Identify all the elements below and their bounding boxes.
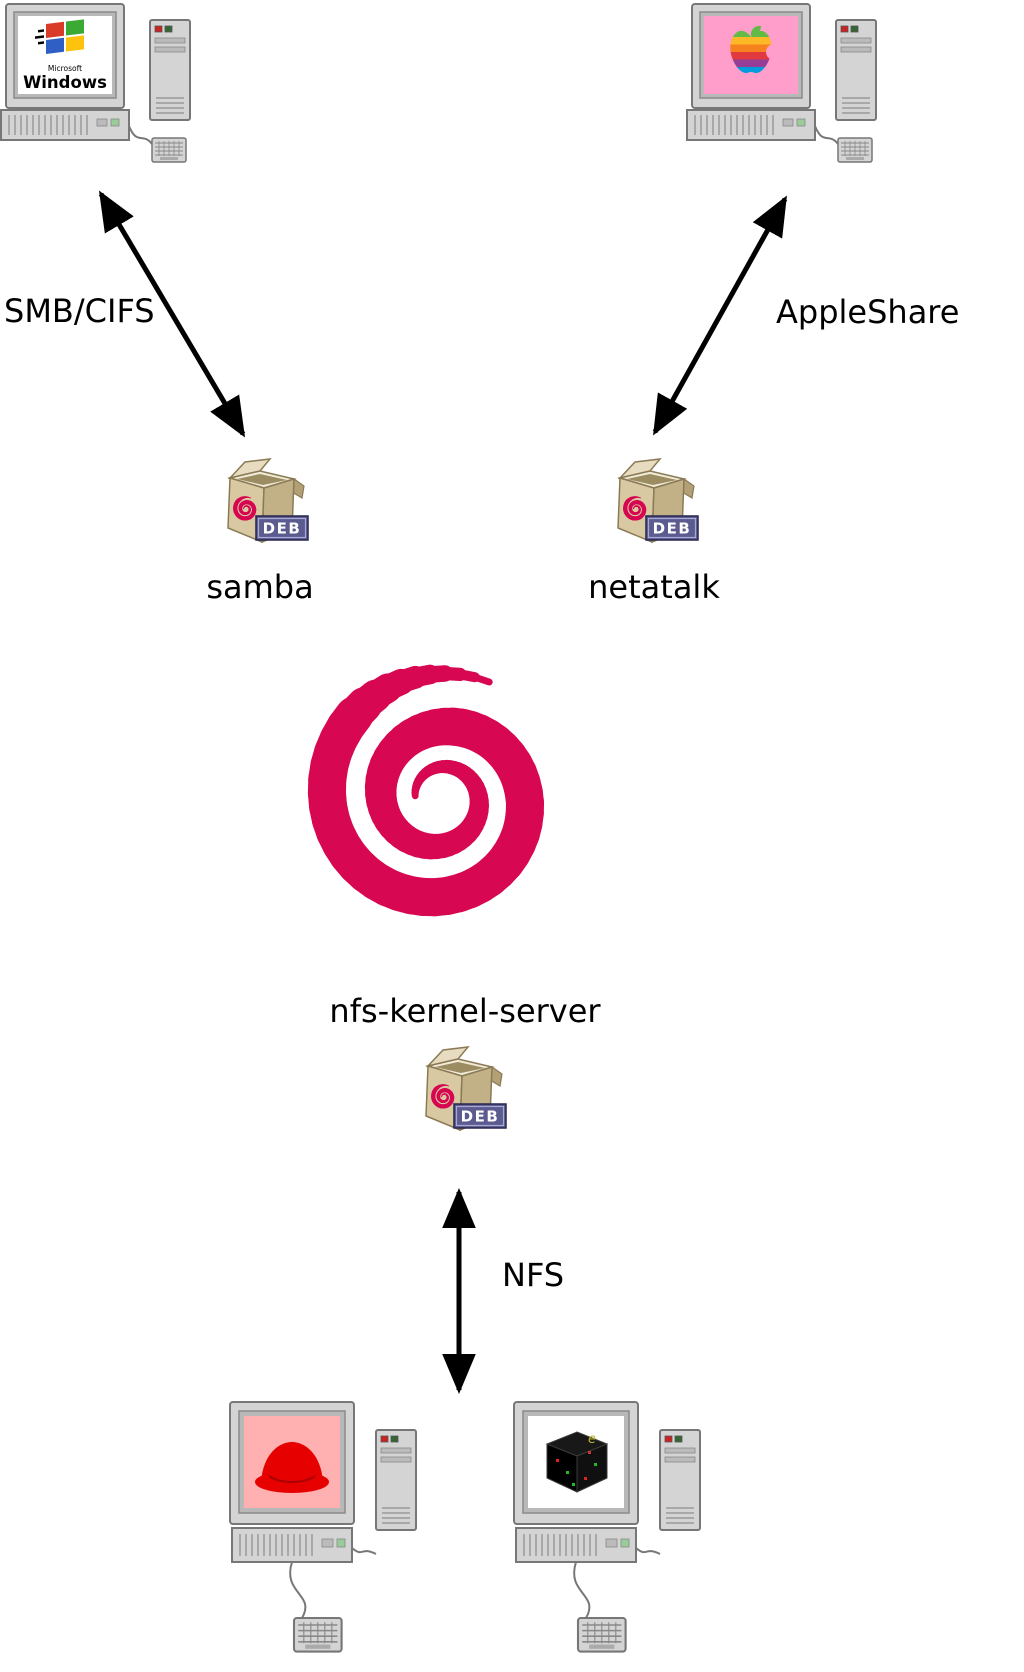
redhat-screen xyxy=(244,1416,340,1508)
keyboard-cable xyxy=(814,125,839,145)
keyboard-cable xyxy=(128,125,153,145)
nfs-protocol-label: NFS xyxy=(502,1256,565,1294)
windows-logo-icon: Microsoft Windows xyxy=(23,19,107,92)
rainbow-apple-logo-icon xyxy=(730,25,782,73)
nfs-kernel-server-package-label: nfs-kernel-server xyxy=(329,992,601,1030)
unix-cube-computer-icon: e xyxy=(513,1401,701,1653)
debian-swirl-logo xyxy=(307,664,544,917)
debian-swirl-small-icon xyxy=(431,1084,455,1109)
black-cube-logo-icon: e xyxy=(545,1431,609,1493)
windows-text: Windows xyxy=(23,73,107,92)
deb-package-icon-nfs: DEB xyxy=(425,1046,507,1131)
apple-screen xyxy=(704,16,798,94)
deb-package-icon-netatalk: DEB xyxy=(617,458,699,543)
smb-cifs-arrow xyxy=(98,190,246,438)
windows-screen: Microsoft Windows xyxy=(18,16,112,94)
tower-cable xyxy=(351,1547,377,1555)
windows-computer-icon: Microsoft Windows xyxy=(0,3,191,163)
debian-swirl-small-icon xyxy=(623,496,647,521)
samba-package-label: samba xyxy=(206,568,314,606)
keyboard-cable xyxy=(573,1561,591,1619)
red-hat-logo-icon xyxy=(255,1442,329,1493)
protocol-arrows xyxy=(98,190,788,1394)
deb-badge-label: DEB xyxy=(263,520,302,538)
appleshare-arrow xyxy=(652,195,788,436)
deb-badge-label: DEB xyxy=(653,520,692,538)
debian-swirl-small-icon xyxy=(233,496,257,521)
appleshare-label: AppleShare xyxy=(776,293,960,331)
keyboard-cable xyxy=(289,1561,307,1619)
deb-package-icon-samba: DEB xyxy=(227,458,309,543)
deb-badge-label: DEB xyxy=(461,1108,500,1126)
redhat-linux-computer-icon xyxy=(229,1401,417,1653)
smb-cifs-label: SMB/CIFS xyxy=(4,292,155,330)
unix-screen: e xyxy=(528,1416,624,1508)
tower-cable xyxy=(635,1547,661,1555)
cube-glyph-text: e xyxy=(588,1432,596,1447)
microsoft-text: Microsoft xyxy=(48,64,82,73)
netatalk-package-label: netatalk xyxy=(588,568,720,606)
apple-computer-icon xyxy=(686,3,877,163)
